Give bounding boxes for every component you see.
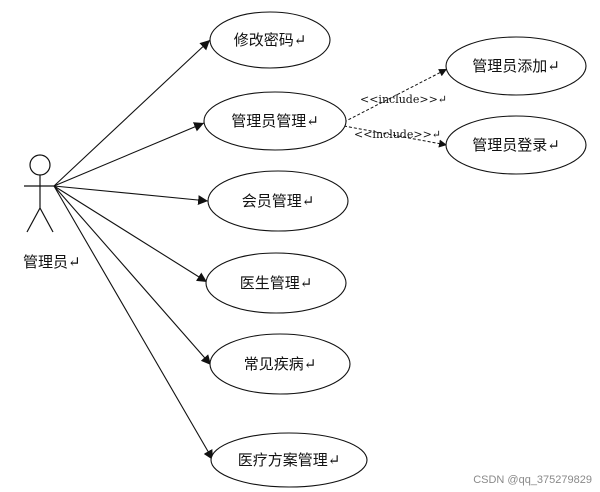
association-treatment-plan-management [53, 185, 214, 461]
use-case-treatment-plan-management[interactable]: 医疗方案管理↵ [210, 432, 368, 488]
use-case-admin-login[interactable]: 管理员登录↵ [445, 115, 587, 175]
use-case-label: 医生管理↵ [240, 274, 313, 292]
use-case-label: 管理员管理↵ [231, 112, 319, 130]
include-relations [343, 68, 448, 148]
use-case-ellipse [205, 252, 347, 314]
use-case-admin-management[interactable]: 管理员管理↵ [203, 91, 347, 151]
use-case-ellipse [445, 36, 587, 96]
use-case-common-diseases[interactable]: 常见疾病↵ [209, 333, 351, 395]
use-case-label: 管理员添加↵ [472, 57, 560, 75]
include-admin-add-line [343, 68, 448, 123]
use-case-admin-add[interactable]: 管理员添加↵ [445, 36, 587, 96]
actor-label: 管理员↵ [23, 253, 81, 271]
association-member-management [53, 185, 209, 205]
use-case-label: 会员管理↵ [242, 192, 315, 210]
use-case-ellipse [203, 91, 347, 151]
include-label-admin-add: <<include>>↵ [360, 93, 447, 106]
use-case-label: 常见疾病↵ [244, 355, 317, 373]
use-case-doctor-management[interactable]: 医生管理↵ [205, 252, 347, 314]
use-case-label: 医疗方案管理↵ [238, 451, 341, 469]
association-common-diseases [53, 185, 212, 366]
use-case-ellipse [209, 11, 331, 69]
use-case-ellipse [210, 432, 368, 488]
actor-head [29, 154, 51, 176]
actor-leg-left [26, 207, 41, 233]
watermark: CSDN @qq_375279829 [473, 474, 592, 486]
use-case-ellipse [207, 170, 349, 232]
actor-figure [24, 154, 56, 233]
use-case-label: 管理员登录↵ [472, 136, 560, 154]
use-case-member-management[interactable]: 会员管理↵ [207, 170, 349, 232]
association-admin-management [53, 122, 205, 187]
use-case-ellipse [209, 333, 351, 395]
associations [53, 39, 214, 461]
association-change-password [53, 39, 211, 187]
use-case-change-password[interactable]: 修改密码↵ [209, 11, 331, 69]
use-case-ellipse [445, 115, 587, 175]
use-case-label: 修改密码↵ [234, 31, 307, 49]
include-label-admin-login: <<include>>↵ [354, 128, 441, 141]
include-admin-login-line [343, 125, 448, 148]
actor-leg-right [39, 207, 54, 233]
association-doctor-management [53, 185, 208, 283]
